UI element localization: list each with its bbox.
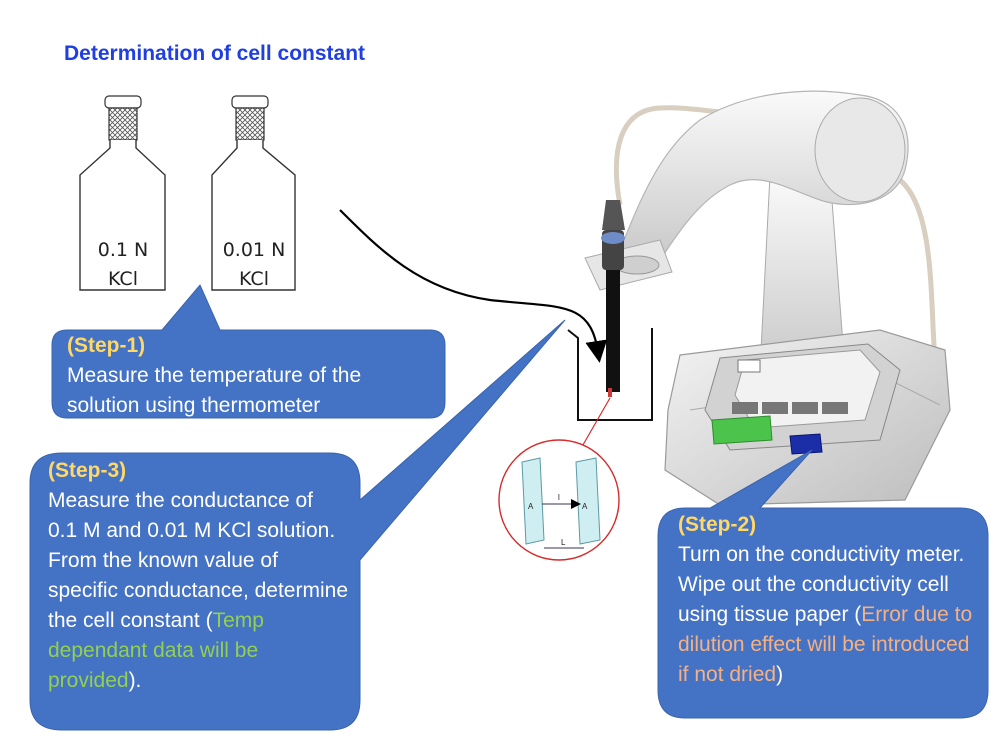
step3-main: Measure the conductance of 0.1 M and 0.0… — [48, 489, 348, 632]
transfer-arrow — [339, 209, 608, 363]
callout-step2 — [657, 449, 989, 719]
beaker — [567, 328, 653, 421]
step3-heading: (Step-3) — [48, 459, 127, 482]
step3-tail: ). — [128, 669, 142, 692]
step2-tail: ) — [776, 663, 784, 686]
step1-heading: (Step-1) — [67, 334, 146, 357]
step3-text: (Step-3) Measure the conductance of 0.1 … — [48, 456, 348, 696]
step3-body: Measure the conductance of 0.1 M and 0.0… — [48, 486, 348, 696]
bottle-label-1: 0.1 N KCl — [81, 236, 165, 294]
conductivity-probe — [601, 200, 625, 397]
step2-heading: (Step-2) — [678, 513, 757, 536]
step2-note: Error due to dilution effect will be int… — [678, 603, 973, 686]
cell-label-a-left: A — [528, 502, 534, 511]
bottle-label-2: 0.01 N KCl — [212, 236, 296, 294]
callout-step3 — [29, 319, 566, 731]
cell-label-a-right: A — [582, 502, 588, 511]
conductivity-meter — [584, 90, 951, 506]
cell-label-length: L — [561, 538, 566, 547]
callout-step1 — [51, 284, 446, 419]
step1-body: Measure the temperature of the solution … — [67, 364, 362, 417]
bottle-2-compound: KCl — [239, 268, 269, 290]
bottle-1-compound: KCl — [108, 268, 138, 290]
bottle-2-concentration: 0.01 N — [222, 239, 286, 261]
step3-note: Temp dependant data will be provided — [48, 609, 264, 692]
step1-text: (Step-1) Measure the temperature of the … — [67, 331, 437, 421]
page-title: Determination of cell constant — [64, 42, 366, 65]
bottle-0.01N — [211, 95, 296, 291]
step2-text: (Step-2) Turn on the conductivity meter.… — [678, 510, 973, 690]
cell-magnified-view — [498, 397, 620, 561]
bottle-0.1N — [79, 95, 166, 291]
bottle-1-concentration: 0.1 N — [97, 239, 149, 261]
step2-body: Turn on the conductivity meter. Wipe out… — [678, 540, 973, 690]
step2-main: Turn on the conductivity meter. Wipe out… — [678, 543, 965, 626]
cell-label-gap: l — [558, 493, 560, 502]
